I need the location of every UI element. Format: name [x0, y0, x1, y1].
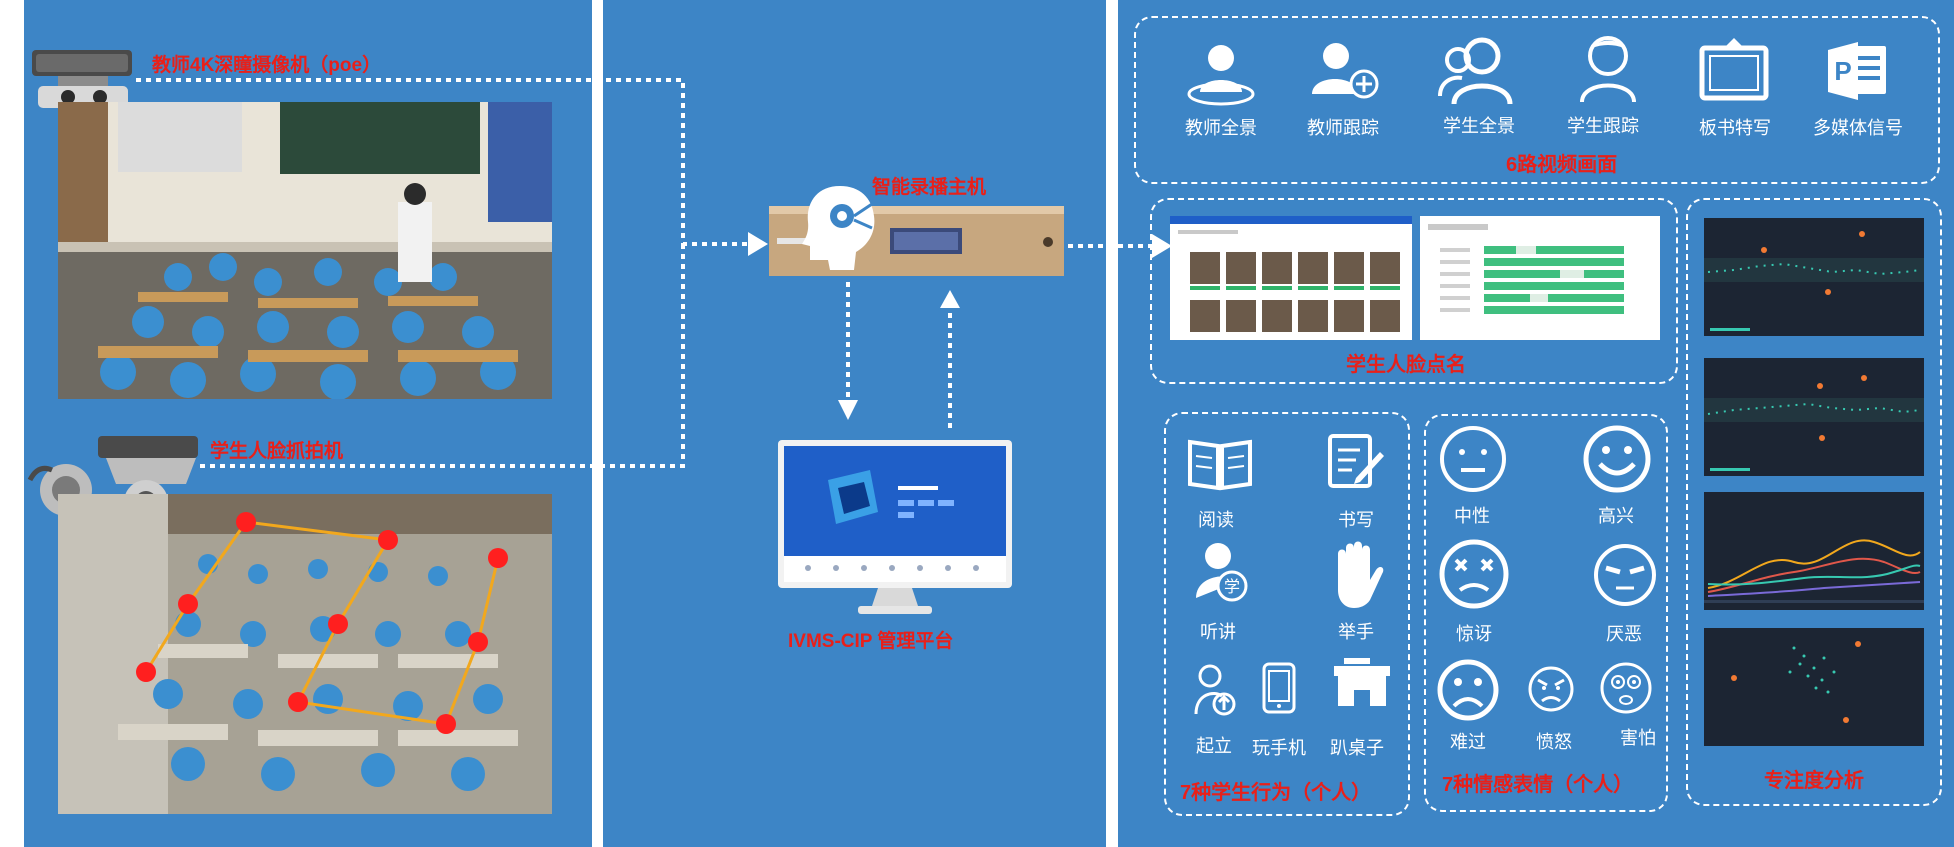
emotion-label-7: 害怕: [1620, 728, 1656, 748]
stand-up-icon: [1194, 664, 1236, 716]
behavior-label-7: 趴桌子: [1330, 738, 1384, 758]
disgust-face-icon: [1594, 544, 1656, 606]
teacher-tracking-icon: [1312, 43, 1379, 99]
teacher-classroom-photo: [58, 102, 552, 399]
video-item-label-3: 学生全景: [1443, 116, 1515, 136]
focus-analysis-box: [1686, 198, 1942, 806]
student-camera-label: 学生人脸抓拍机: [210, 441, 344, 462]
behaviors-box: [1164, 412, 1410, 816]
face-attendance-screenshot: [1170, 216, 1412, 340]
behavior-label-6: 玩手机: [1252, 738, 1306, 758]
focus-chart-3: [1704, 492, 1924, 610]
behavior-label-1: 阅读: [1198, 510, 1234, 530]
video-item-label-1: 教师全景: [1185, 118, 1257, 138]
student-classroom-photo: [58, 494, 552, 814]
focus-chart-1: [1704, 218, 1924, 336]
neutral-face-icon: [1440, 426, 1506, 492]
video-item-label-6: 多媒体信号: [1813, 118, 1903, 138]
host-label: 智能录播主机: [872, 177, 987, 198]
desk-icon: [1334, 658, 1390, 706]
focus-chart-4: [1704, 628, 1924, 746]
behavior-label-3: 听讲: [1200, 622, 1236, 642]
book-icon: [1188, 439, 1252, 491]
svg-text:P: P: [1834, 56, 1851, 86]
teacher-panorama-icon: [1187, 45, 1255, 106]
video-channels-title: 6路视频画面: [1506, 154, 1618, 176]
angry-face-icon: [1528, 666, 1574, 712]
face-attendance-title: 学生人脸点名: [1346, 354, 1466, 376]
sad-face-icon: [1437, 659, 1499, 721]
video-item-label-2: 教师跟踪: [1307, 118, 1379, 138]
listening-icon: 学: [1196, 543, 1248, 602]
blackboard-closeup-icon: [1699, 38, 1769, 101]
happy-face-icon: [1583, 425, 1651, 493]
focus-analysis-title: 专注度分析: [1764, 770, 1864, 792]
video-channels-box: [1134, 16, 1940, 184]
emotion-label-3: 惊讶: [1456, 624, 1492, 644]
behaviors-title: 7种学生行为（个人）: [1180, 782, 1372, 804]
emotion-label-5: 难过: [1450, 732, 1486, 752]
emotion-label-6: 愤怒: [1536, 732, 1572, 752]
face-attendance-box: [1150, 198, 1678, 384]
behavior-label-2: 书写: [1338, 510, 1374, 530]
emotion-label-2: 高兴: [1598, 506, 1634, 526]
emotions-title: 7种情感表情（个人）: [1442, 774, 1634, 796]
surprised-face-icon: [1439, 539, 1509, 609]
teacher-camera-label: 教师4K深瞳摄像机（poe）: [152, 55, 382, 76]
phone-icon: [1262, 662, 1296, 714]
focus-chart-2: [1704, 358, 1924, 476]
video-item-label-5: 板书特写: [1699, 118, 1771, 138]
ai-brain-icon: [802, 186, 875, 270]
raise-hand-icon: [1338, 541, 1384, 608]
video-item-label-4: 学生跟踪: [1567, 116, 1639, 136]
attendance-table-screenshot: [1420, 216, 1660, 340]
writing-icon: [1328, 434, 1384, 488]
svg-text:学: 学: [1224, 578, 1240, 596]
behavior-label-4: 举手: [1338, 622, 1374, 642]
middle-panel: [603, 0, 1106, 847]
emotions-box: [1424, 414, 1668, 812]
platform-label: IVMS-CIP 管理平台: [788, 631, 954, 652]
fear-face-icon: [1600, 662, 1652, 714]
behavior-label-5: 起立: [1196, 736, 1232, 756]
multimedia-signal-icon: P: [1828, 42, 1886, 100]
student-panorama-icon: [1438, 37, 1513, 105]
student-tracking-icon: [1580, 36, 1636, 103]
emotion-label-4: 厌恶: [1606, 624, 1642, 644]
platform-monitor: [778, 440, 1012, 614]
emotion-label-1: 中性: [1454, 506, 1490, 526]
